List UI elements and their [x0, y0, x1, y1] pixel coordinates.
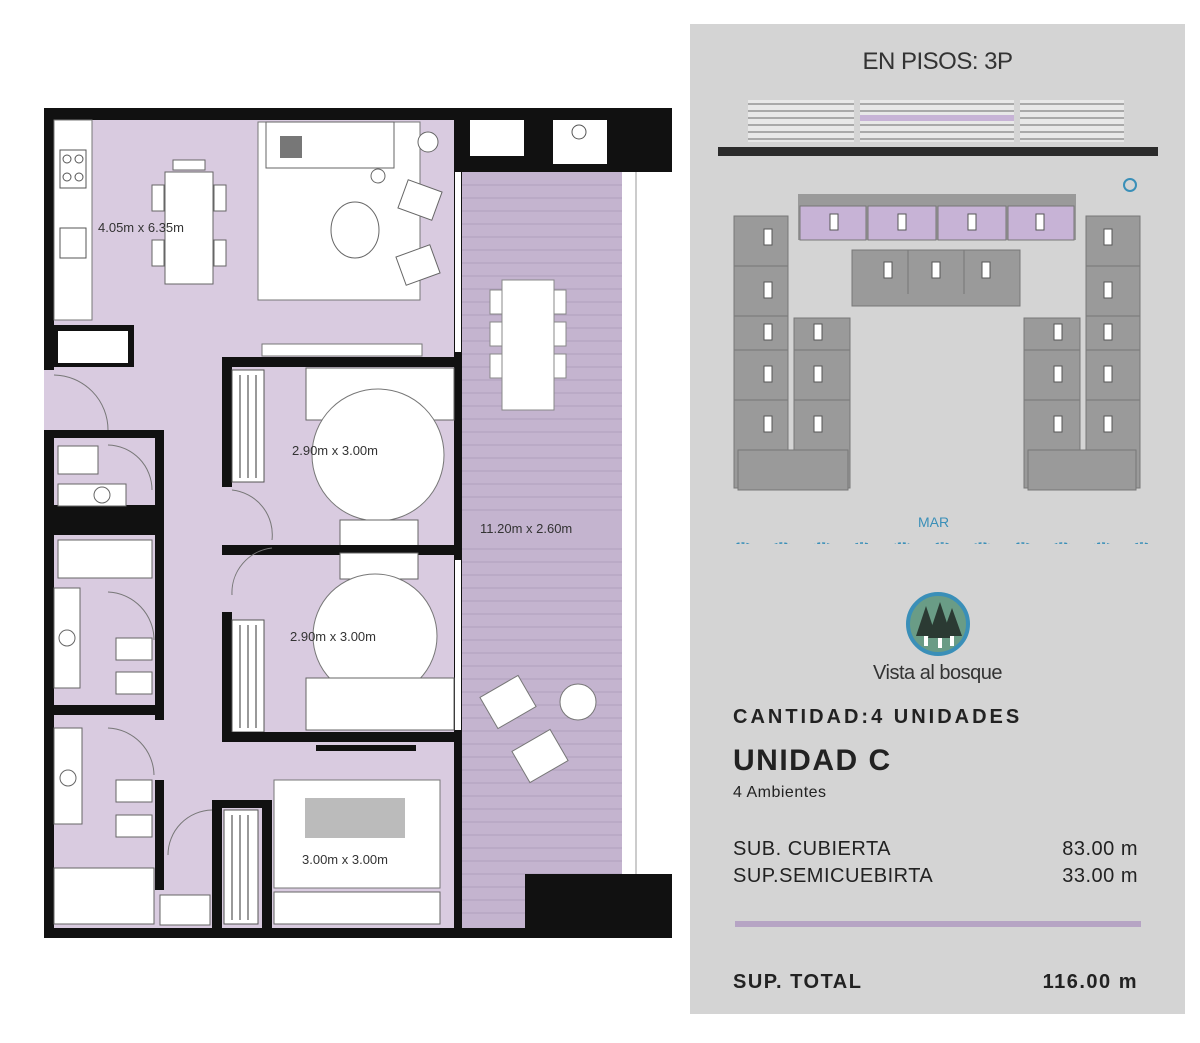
area-value: 83.00 m [1062, 838, 1138, 860]
dining-table [164, 171, 214, 285]
sea-waves [734, 542, 1150, 544]
room-label-bedroom-3: 3.00m x 3.00m [302, 852, 388, 867]
unit-name: UNIDAD C [733, 744, 892, 777]
building-elevation [718, 100, 1158, 156]
area-row-total: SUP. TOTAL 116.00 m [733, 971, 1138, 994]
building-location-map [718, 100, 1158, 544]
room-label-bedroom-2: 2.90m x 3.00m [290, 629, 376, 644]
units-quantity: CANTIDAD:4 UNIDADES [733, 706, 1023, 728]
info-panel: EN PISOS: 3P [690, 24, 1185, 1014]
unit-rooms: 4 Ambientes [733, 784, 827, 801]
bed-2 [305, 677, 455, 731]
area-row-semicovered: SUP.SEMICUEBIRTA 33.00 m [733, 865, 1138, 888]
closet-3 [223, 809, 259, 925]
terrace-table [501, 279, 555, 411]
building-center [851, 249, 1021, 307]
floors-title: EN PISOS: 3P [862, 48, 1013, 75]
coffee-table [330, 201, 380, 259]
storage-1 [470, 120, 524, 156]
orientation-icon [1123, 178, 1137, 192]
view-label: Vista al bosque [873, 662, 1002, 684]
divider [735, 921, 1141, 927]
bedroom-1-wall [222, 357, 462, 367]
room-label-terrace: 11.20m x 2.60m [480, 521, 572, 536]
sea-label: MAR [918, 514, 950, 530]
forest-view-icon [906, 592, 970, 656]
area-label: SUP.SEMICUEBIRTA [733, 865, 934, 887]
storage-2 [553, 120, 607, 164]
balcony-edge [622, 172, 672, 874]
room-label-living: 4.05m x 6.35m [98, 220, 184, 235]
area-label: SUB. CUBIERTA [733, 838, 892, 860]
area-row-covered: SUB. CUBIERTA 83.00 m [733, 838, 1138, 861]
floor-plan: 4.05m x 6.35m 2.90m x 3.00m 2.90m x 3.00… [44, 108, 672, 938]
area-value: 33.00 m [1062, 865, 1138, 887]
building-left-wing [733, 215, 851, 491]
bathtub [57, 539, 153, 579]
building-right-wing [1023, 215, 1141, 491]
terrace-wall [454, 120, 462, 928]
building-top-row [798, 194, 1076, 241]
total-value: 116.00 m [1042, 971, 1138, 993]
total-label: SUP. TOTAL [733, 971, 863, 993]
highlighted-floor [860, 115, 1014, 121]
room-label-bedroom-1: 2.90m x 3.00m [292, 443, 378, 458]
